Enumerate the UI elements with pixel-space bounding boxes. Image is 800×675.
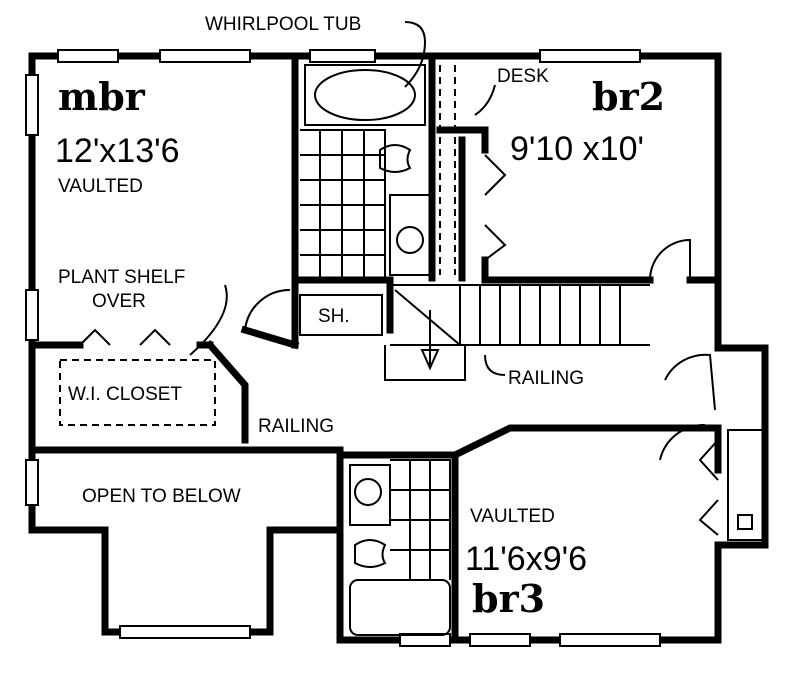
shower	[299, 294, 383, 336]
br3-name: br3	[472, 576, 545, 621]
open-to-below-label: OPEN TO BELOW	[82, 486, 241, 507]
railing-lower-label: RAILING	[258, 416, 334, 437]
lower-sink	[354, 478, 382, 506]
bathtub	[349, 579, 451, 636]
br2-name: br2	[592, 74, 665, 119]
plant-shelf-label: PLANT SHELF	[58, 267, 185, 288]
br2-size: 9'10 x10'	[510, 130, 644, 168]
sink	[396, 226, 424, 254]
mbr-size: 12'x13'6	[55, 132, 180, 170]
railing-upper-label: RAILING	[508, 368, 584, 389]
desk-label: DESK	[497, 66, 549, 87]
mbr-name: mbr	[58, 74, 146, 119]
interior-walls	[28, 52, 722, 644]
mbr-note: VAULTED	[58, 176, 143, 197]
fixtures	[59, 64, 764, 636]
shower-label: SH.	[318, 306, 350, 327]
whirlpool-tub-label: WHIRLPOOL TUB	[205, 14, 361, 35]
leader-lines	[189, 21, 506, 376]
doors	[79, 154, 719, 536]
exterior-walls	[28, 52, 769, 644]
whirlpool-tub	[314, 69, 416, 121]
windows	[25, 49, 661, 647]
br3-size: 11'6x9'6	[465, 540, 587, 578]
plant-shelf-over-label: OVER	[92, 291, 146, 312]
stairs	[384, 284, 650, 381]
br3-note: VAULTED	[470, 506, 555, 527]
toilet	[379, 144, 412, 173]
closet-label: W.I. CLOSET	[68, 384, 182, 405]
